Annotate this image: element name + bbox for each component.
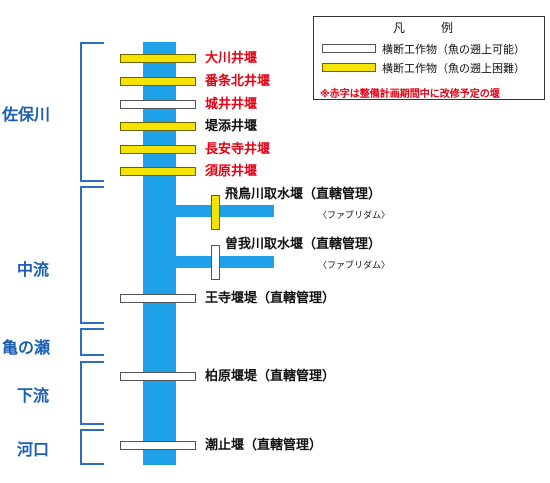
legend-title: 凡 例 xyxy=(392,21,465,35)
legend-note: ※赤字は整備計画期間中に改修予定の堰 xyxy=(320,89,500,100)
bracket-karyu xyxy=(80,361,104,425)
main-river xyxy=(143,42,176,465)
weir-bar-asukagawa-intake xyxy=(211,195,220,230)
weir-bar-kashiwara xyxy=(120,372,196,381)
weir-bar-okawa xyxy=(120,54,196,63)
weir-bar-choanji xyxy=(120,145,196,154)
weir-label-asukagawa-intake: 飛鳥川取水堰（直轄管理） xyxy=(225,187,382,202)
weir-bar-banjokita xyxy=(120,77,196,86)
section-label-churyu: 中流 xyxy=(17,260,50,279)
bracket-churyu xyxy=(80,186,104,324)
weir-sub-sogagawa-intake: 〈ファブリダム〉 xyxy=(318,261,391,271)
section-label-sahogawa: 佐保川 xyxy=(2,105,51,124)
weir-label-kashiwara: 柏原堰堤（直轄管理） xyxy=(205,369,336,384)
weir-label-tsutsumizoe: 堤添井堰 xyxy=(205,119,258,134)
section-label-kako: 河口 xyxy=(17,440,50,459)
section-label-karyu: 下流 xyxy=(17,386,50,405)
weir-label-suhara: 須原井堰 xyxy=(205,164,258,179)
section-label-kamenose: 亀の瀬 xyxy=(2,338,51,357)
weir-label-oji: 王寺堰堤（直轄管理） xyxy=(205,291,336,306)
legend-swatch-passable xyxy=(322,44,376,53)
weir-bar-shiodome xyxy=(120,441,196,450)
tributary-sogagawa xyxy=(176,256,274,268)
bracket-kako xyxy=(80,429,104,465)
weir-label-choanji: 長安寺井堰 xyxy=(205,142,271,157)
weir-bar-oji xyxy=(120,294,196,303)
weir-bar-suhara xyxy=(120,167,196,176)
weir-label-sogagawa-intake: 曽我川取水堰（直轄管理） xyxy=(225,237,382,252)
weir-label-okawa: 大川井堰 xyxy=(205,51,258,66)
legend-box: 凡 例 横断工作物（魚の遡上可能） 横断工作物（魚の遡上困難） ※赤字は整備計画… xyxy=(313,16,545,100)
weir-sub-asukagawa-intake: 〈ファブリダム〉 xyxy=(318,211,391,221)
weir-bar-sogagawa-intake xyxy=(211,245,220,280)
bracket-kamenose xyxy=(80,328,104,356)
legend-swatch-difficult xyxy=(322,63,376,72)
weir-label-shiodome: 潮止堰（直轄管理） xyxy=(205,438,323,453)
legend-label-difficult: 横断工作物（魚の遡上困難） xyxy=(382,62,525,75)
bracket-sahogawa xyxy=(80,42,104,182)
weir-label-banjokita: 番条北井堰 xyxy=(205,74,271,89)
legend-label-passable: 横断工作物（魚の遡上可能） xyxy=(382,43,525,56)
weir-bar-shiroi xyxy=(120,100,196,109)
tributary-asukagawa xyxy=(176,205,274,217)
weir-label-shiroi: 城井井堰 xyxy=(205,97,258,112)
weir-bar-tsutsumizoe xyxy=(120,122,196,131)
